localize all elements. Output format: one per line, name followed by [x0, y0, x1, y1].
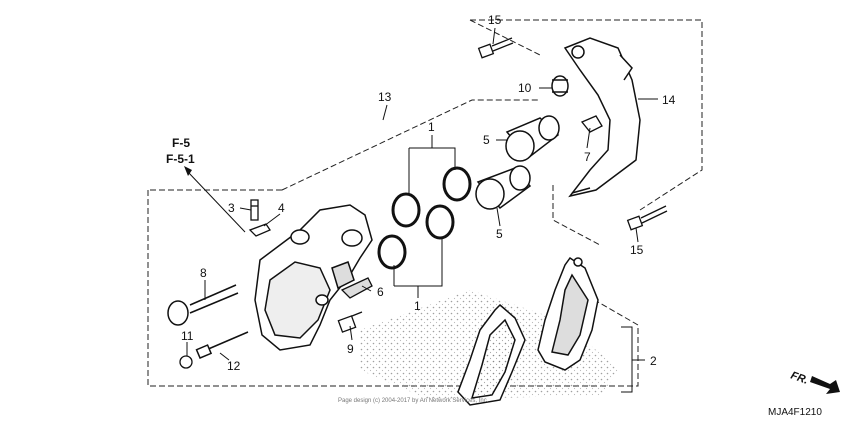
reference-label-f5-1: F-5-1	[166, 152, 195, 166]
brake-pad-front	[537, 256, 599, 371]
forward-direction-indicator: FR.	[789, 370, 840, 394]
callout-14: 14	[662, 93, 676, 107]
reference-arrow-head	[184, 166, 192, 176]
piston-upper	[505, 115, 560, 162]
piston-seals	[377, 166, 472, 270]
caliper-body	[254, 204, 373, 351]
callout-11: 11	[181, 329, 194, 343]
brake-pad-rear	[457, 303, 526, 406]
forward-arrow-icon	[810, 376, 840, 394]
forward-label: FR.	[789, 370, 810, 387]
callout-9: 9	[347, 342, 354, 356]
piston-lower	[475, 165, 532, 210]
callout-2: 2	[650, 354, 657, 368]
leader-lines	[186, 27, 658, 393]
bracket-assembly-outline	[469, 19, 703, 246]
callout-5-bottom: 5	[496, 227, 503, 241]
callout-1-top: 1	[428, 120, 435, 134]
callout-15-top: 15	[488, 13, 502, 27]
pad-retainer-clip	[580, 115, 603, 133]
callout-13: 13	[378, 90, 392, 104]
bleeder-screw	[250, 199, 259, 221]
callout-15-bottom: 15	[630, 243, 644, 257]
pin-bolt	[167, 284, 239, 326]
flange-bolt-bottom	[626, 205, 668, 231]
slide-pin-boot	[551, 75, 569, 97]
reference-label-f5: F-5	[172, 136, 190, 150]
copyright-credit: Page design (c) 2004-2017 by Ari Network…	[338, 398, 489, 404]
pad-pin	[195, 331, 249, 360]
callout-5-top: 5	[483, 133, 490, 147]
caliper-assembly-outline	[147, 99, 639, 387]
caliper-bracket	[563, 37, 641, 198]
pad-spring	[340, 277, 373, 299]
flange-bolt-top	[477, 37, 514, 59]
callout-7: 7	[584, 150, 591, 164]
callout-10: 10	[518, 81, 532, 95]
figure-code: MJA4F1210	[768, 407, 822, 418]
callout-3: 3	[228, 201, 235, 215]
callout-12: 12	[227, 359, 241, 373]
callout-8: 8	[200, 266, 207, 280]
callout-4: 4	[278, 201, 285, 215]
callout-1-bottom: 1	[414, 299, 421, 313]
pin-plug	[179, 355, 193, 369]
callout-6: 6	[377, 285, 384, 299]
bleeder-cap	[248, 223, 271, 237]
banjo-bolt	[337, 311, 363, 333]
